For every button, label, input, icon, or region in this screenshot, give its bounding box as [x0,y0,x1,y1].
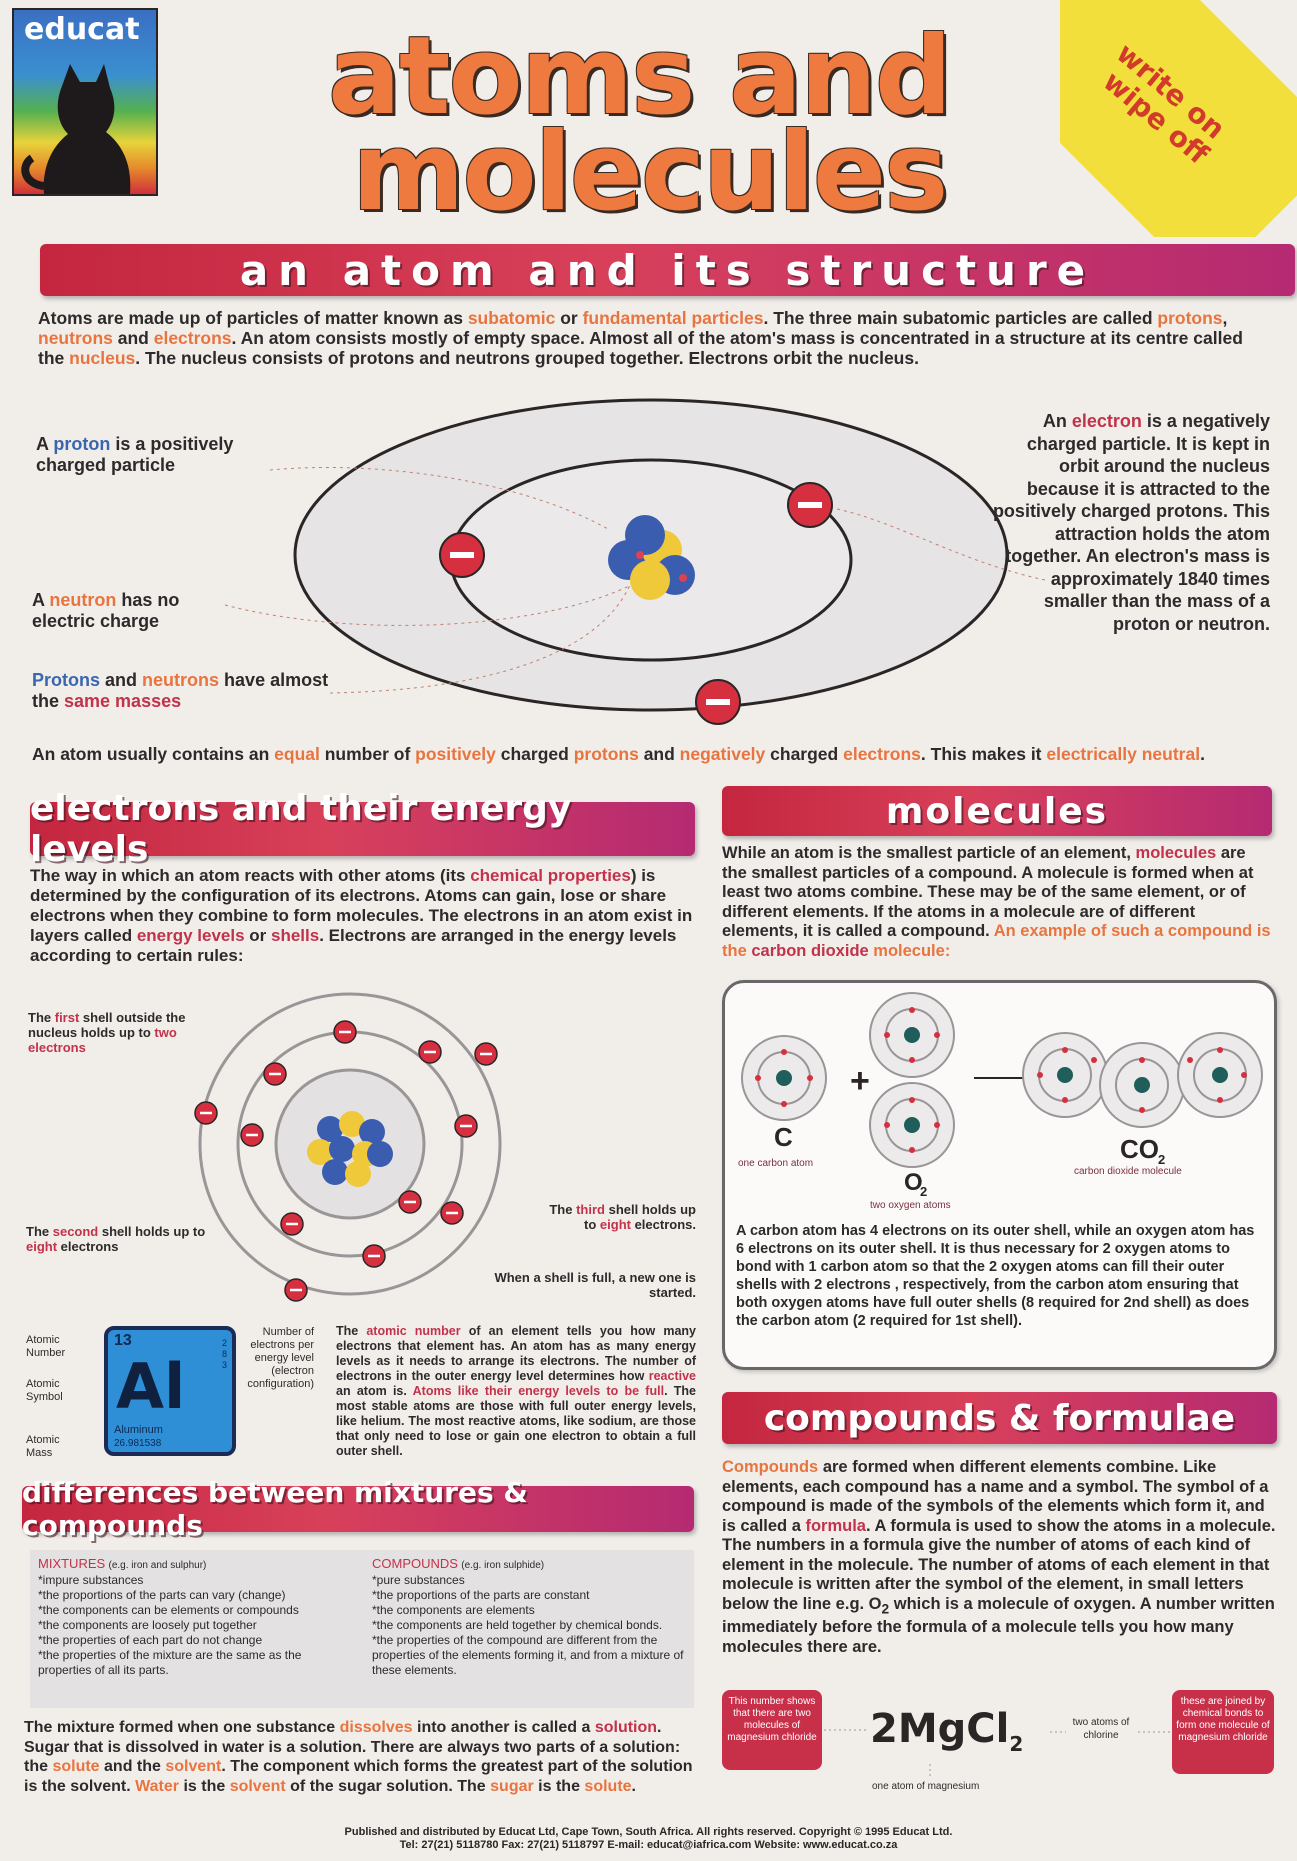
electron-icon [439,532,485,578]
carbon-symbol: C [774,1122,793,1152]
first-shell-label: The first shell outside the nucleus hold… [28,1010,186,1055]
list-item: *the properties of each part do not chan… [38,1633,263,1647]
third-shell-label: The third shell holds up to eight electr… [549,1202,696,1232]
educat-logo: educat [12,8,158,196]
second-shell-label: The second shell holds up to eight elect… [26,1224,206,1254]
electrically-neutral-text: An atom usually contains an equal number… [32,744,1205,764]
formula-display: 2MgCl2 [870,1706,1024,1756]
co2-molecule [1022,1032,1263,1128]
electron-shells-diagram [194,992,502,1302]
carbon-caption: one carbon atom [738,1158,813,1169]
atomic-number-text: The atomic number of an element tells yo… [336,1324,697,1458]
energy-intro: The way in which an atom reacts with oth… [30,866,693,965]
atomic-symbol-label: Atomic Symbol [26,1378,63,1403]
chlorine-label: two atoms of chlorine [1072,1717,1130,1741]
co2-formation-diagram: + C one carbon atom O 2 two oxygen atoms… [738,992,1263,1211]
footer-publisher: Published and distributed by Educat Ltd,… [344,1826,953,1838]
electron-icon [787,482,833,528]
element-name: Aluminum [114,1424,163,1436]
logo-text: educat [24,12,140,47]
atom-nucleus [608,515,695,600]
oxygen-subscript: 2 [920,1184,927,1199]
neutron-label: A neutron has no electric charge [32,590,180,631]
atomic-mass-label: Atomic Mass [26,1434,60,1459]
element-number: 13 [114,1332,132,1349]
co2-symbol: CO [1120,1134,1159,1164]
list-item: *the components are elements [372,1603,535,1617]
mixtures-title: MIXTURES [38,1556,106,1571]
oxygen-symbol: O [904,1169,923,1196]
atom-structure-heading: an atom and its structure [40,244,1295,296]
formula-connectors [824,1729,1170,1778]
electron-icon [695,679,741,725]
compounds-formulae-heading: compounds & formulae [722,1392,1277,1444]
compounds-intro: Compounds are formed when different elem… [722,1458,1276,1656]
element-mass: 26.981538 [114,1438,162,1449]
atomic-number-label: Atomic Number [26,1334,66,1359]
full-shell-label: When a shell is full, a new one is start… [494,1270,696,1300]
footer-contact: Tel: 27(21) 5118780 Fax: 27(21) 5118797 … [399,1839,898,1851]
list-item: *impure substances [38,1573,144,1587]
co2-subscript: 2 [1158,1152,1165,1167]
list-item: *the properties of the mixture are the s… [38,1648,302,1677]
magnesium-label: one atom of magnesium [872,1781,980,1792]
mixtures-column: MIXTURES (e.g. iron and sulphur) *impure… [38,1556,354,1678]
element-symbol: Al [116,1350,186,1423]
list-item: *pure substances [372,1573,465,1587]
compounds-title: COMPOUNDS [372,1556,458,1571]
mixtures-compounds-heading: differences between mixtures & compounds [22,1476,694,1542]
list-item: *the components are loosely put together [38,1618,257,1632]
atom-structure-diagram [224,398,1046,725]
co2-explanation: A carbon atom has 4 electrons on its out… [736,1223,1255,1329]
title-line-1: atoms and [328,14,952,139]
list-item: *the components are held together by che… [372,1618,663,1632]
footer: Published and distributed by Educat Ltd,… [0,1826,1297,1852]
solution-text: The mixture formed when one substance di… [24,1719,693,1795]
atom-intro: Atoms are made up of particles of matter… [38,308,1243,368]
mixtures-table [30,1550,694,1708]
plus-sign: + [850,1062,870,1100]
shell-nucleus [307,1111,393,1187]
list-item: *the proportions of the parts are consta… [372,1588,590,1602]
chemical-bonds-box: these are joined by chemical bonds to fo… [1172,1690,1274,1774]
two-molecules-box: This number shows that there are two mol… [722,1690,822,1770]
list-item: *the proportions of the parts can vary (… [38,1588,286,1602]
oxygen-atom-bottom [869,1082,955,1168]
molecules-heading: molecules [722,786,1272,836]
list-item: *the properties of the compound are diff… [372,1633,684,1677]
list-item: *the components can be elements or compo… [38,1603,299,1617]
compounds-column: COMPOUNDS (e.g. iron sulphide) *pure sub… [372,1556,688,1678]
masses-label: Protons and neutrons have almost the sam… [32,670,329,711]
co2-caption: carbon dioxide molecule [1074,1166,1182,1177]
title-line-2: molecules [352,110,948,235]
cat-icon [21,64,131,194]
oxygen-caption: two oxygen atoms [870,1200,951,1211]
oxygen-atom-top [869,992,955,1078]
carbon-atom [741,1035,827,1121]
electron-configuration-label: Number of electrons per energy level (el… [247,1326,314,1390]
molecules-intro: While an atom is the smallest particle o… [722,844,1271,960]
carbon-dioxide-panel [722,980,1277,1370]
write-on-wipe-off-badge: write on wipe off [1060,0,1297,237]
proton-label: A proton is a positively charged particl… [36,434,234,475]
energy-levels-heading: electrons and their energy levels [30,788,695,870]
electron-label: An electron is a negatively charged part… [992,411,1270,634]
